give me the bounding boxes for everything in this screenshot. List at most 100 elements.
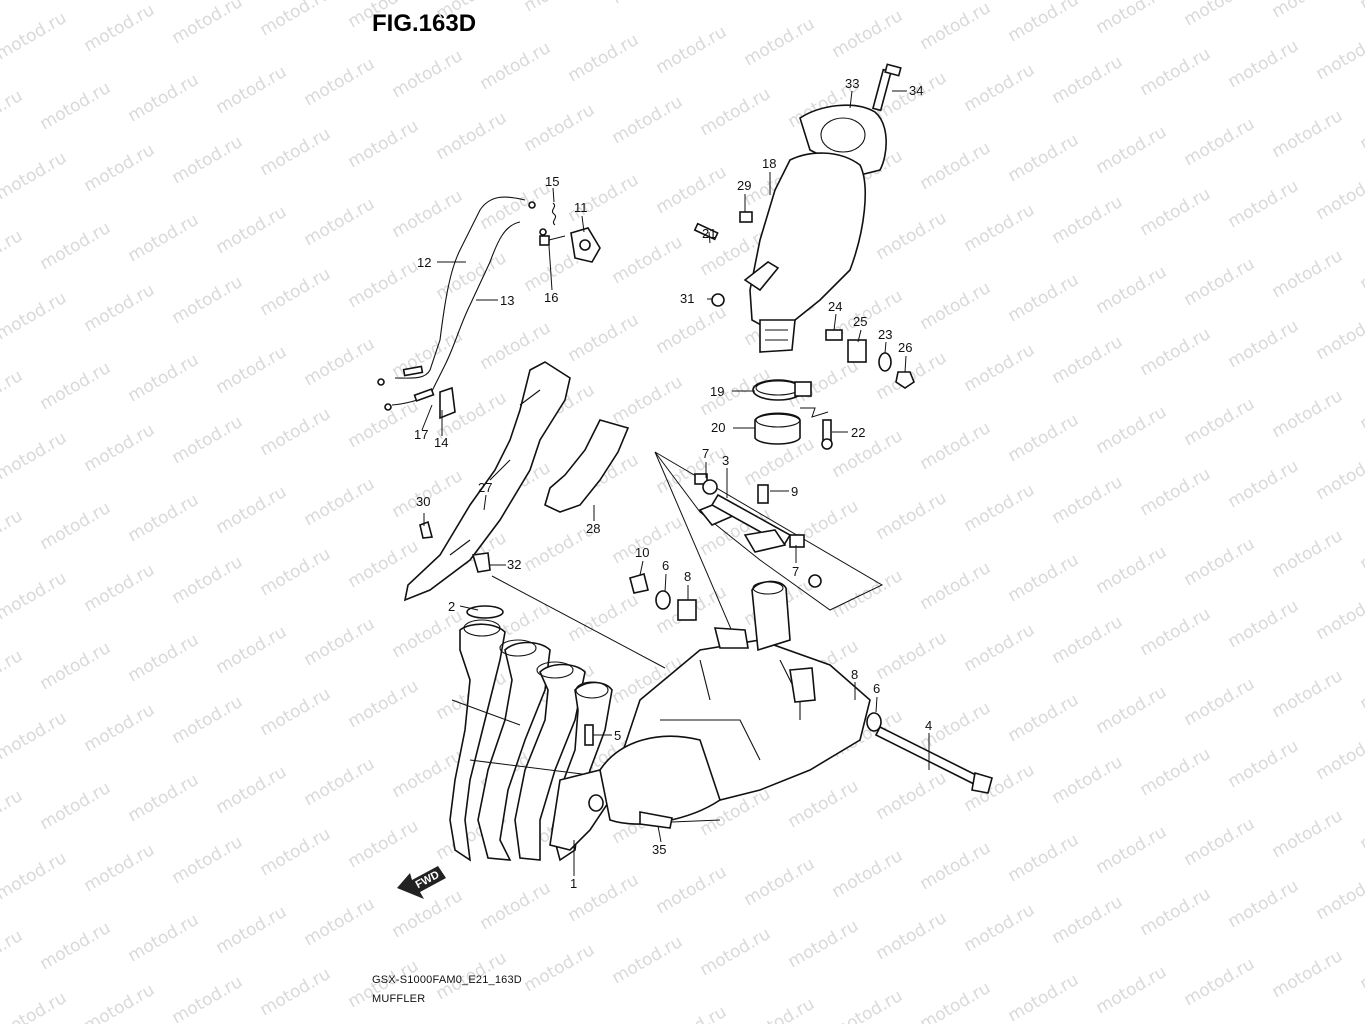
watermark-text: motod.ru — [873, 208, 951, 264]
watermark-text: motod.ru — [81, 700, 159, 756]
watermark-text: motod.ru — [521, 0, 599, 16]
watermark-text: motod.ru — [1093, 402, 1171, 458]
watermark-text: motod.ru — [961, 200, 1039, 256]
watermark-text: motod.ru — [697, 84, 775, 140]
callout-8-lower: 8 — [851, 667, 858, 682]
watermark-text: motod.ru — [213, 762, 291, 818]
watermark-text: motod.ru — [1357, 798, 1365, 854]
callout-31: 31 — [680, 291, 694, 306]
watermark-text: motod.ru — [301, 54, 379, 110]
watermark-text: motod.ru — [301, 194, 379, 250]
watermark-text: motod.ru — [257, 824, 335, 880]
watermark-text: motod.ru — [1049, 192, 1127, 248]
watermark-text: motod.ru — [653, 162, 731, 218]
watermark-text: motod.ru — [257, 684, 335, 740]
watermark-text: motod.ru — [0, 86, 26, 142]
watermark-text: motod.ru — [1313, 868, 1365, 924]
watermark-text: motod.ru — [1225, 596, 1303, 652]
callout-22: 22 — [851, 425, 865, 440]
watermark-text: motod.ru — [345, 256, 423, 312]
watermark-text: motod.ru — [1137, 884, 1215, 940]
watermark-text: motod.ru — [1225, 736, 1303, 792]
watermark-text: motod.ru — [125, 770, 203, 826]
callout-6-lower: 6 — [873, 681, 880, 696]
watermark-text: motod.ru — [1357, 518, 1365, 574]
watermark-text: motod.ru — [0, 148, 70, 204]
callout-2: 2 — [448, 599, 455, 614]
watermark-text: motod.ru — [125, 210, 203, 266]
callout-17: 17 — [414, 427, 428, 442]
muffler-body — [739, 104, 887, 353]
heat-guards — [403, 361, 630, 602]
callout-9: 9 — [791, 484, 798, 499]
callout-27: 27 — [478, 480, 492, 495]
watermark-text: motod.ru — [1269, 666, 1347, 722]
watermark-text: motod.ru — [1093, 0, 1171, 38]
watermark-text: motod.ru — [829, 6, 907, 62]
watermark-text: motod.ru — [169, 132, 247, 188]
watermark-text: motod.ru — [1093, 542, 1171, 598]
watermark-text: motod.ru — [345, 816, 423, 872]
watermark-text: motod.ru — [1181, 954, 1259, 1010]
watermark-text: motod.ru — [1049, 892, 1127, 948]
callout-30: 30 — [416, 494, 430, 509]
watermark-text: motod.ru — [0, 926, 26, 982]
watermark-text: motod.ru — [1005, 690, 1083, 746]
callout-26: 26 — [898, 340, 912, 355]
watermark-text: motod.ru — [1225, 176, 1303, 232]
watermark-text: motod.ru — [565, 170, 643, 226]
callout-7-upper: 7 — [702, 446, 709, 461]
model-code: GSX-S1000FAM0_E21_163D — [372, 974, 522, 986]
watermark-text: motod.ru — [1357, 98, 1365, 154]
watermark-text: motod.ru — [433, 248, 511, 304]
watermark-text: motod.ru — [829, 566, 907, 622]
watermark-text: motod.ru — [0, 226, 26, 282]
watermark-text: motod.ru — [81, 560, 159, 616]
watermark-text: motod.ru — [1049, 752, 1127, 808]
watermark-text: motod.ru — [1049, 472, 1127, 528]
watermark-text: motod.ru — [1093, 122, 1171, 178]
watermark-text: motod.ru — [1269, 526, 1347, 582]
callout-11: 11 — [574, 200, 588, 215]
watermark-text: motod.ru — [0, 506, 26, 562]
callout-28: 28 — [586, 521, 600, 536]
callout-6-upper: 6 — [662, 558, 669, 573]
sensor-cables — [377, 196, 601, 420]
watermark-text: motod.ru — [169, 692, 247, 748]
callout-15: 15 — [545, 174, 559, 189]
watermark-text: motod.ru — [257, 264, 335, 320]
watermark-text: motod.ru — [829, 426, 907, 482]
watermark-text: motod.ru — [81, 140, 159, 196]
callout-leaders — [421, 90, 930, 876]
watermark-text: motod.ru — [1049, 332, 1127, 388]
watermark-text: motod.ru — [301, 754, 379, 810]
watermark-text: motod.ru — [961, 900, 1039, 956]
watermark-text: motod.ru — [565, 590, 643, 646]
watermark-text: motod.ru — [1181, 114, 1259, 170]
watermark-text: motod.ru — [389, 886, 467, 942]
watermark-text: motod.ru — [1269, 806, 1347, 862]
watermark-text: motod.ru — [1313, 168, 1365, 224]
callout-1: 1 — [570, 876, 577, 891]
callout-35: 35 — [652, 842, 666, 857]
watermark-text: motod.ru — [917, 138, 995, 194]
watermark-text: motod.ru — [1357, 938, 1365, 994]
watermark-text: motod.ru — [1049, 52, 1127, 108]
watermark-text: motod.ru — [81, 840, 159, 896]
watermark-text: motod.ru — [653, 862, 731, 918]
watermark-text: motod.ru — [169, 552, 247, 608]
watermark-text: motod.ru — [741, 854, 819, 910]
watermark-text: motod.ru — [213, 902, 291, 958]
watermark-text: motod.ru — [785, 916, 863, 972]
watermark-text: motod.ru — [213, 622, 291, 678]
watermark-text: motod.ru — [81, 420, 159, 476]
watermark-text: motod.ru — [125, 910, 203, 966]
watermark-text: motod.ru — [1269, 246, 1347, 302]
callout-numbers: 1 2 3 4 5 6 6 7 7 8 8 9 10 11 12 13 14 1… — [414, 76, 932, 891]
callout-23: 23 — [878, 327, 892, 342]
figure-title: FIG.163D — [372, 10, 477, 37]
watermark-text: motod.ru — [0, 708, 70, 764]
watermark-text: motod.ru — [81, 980, 159, 1024]
